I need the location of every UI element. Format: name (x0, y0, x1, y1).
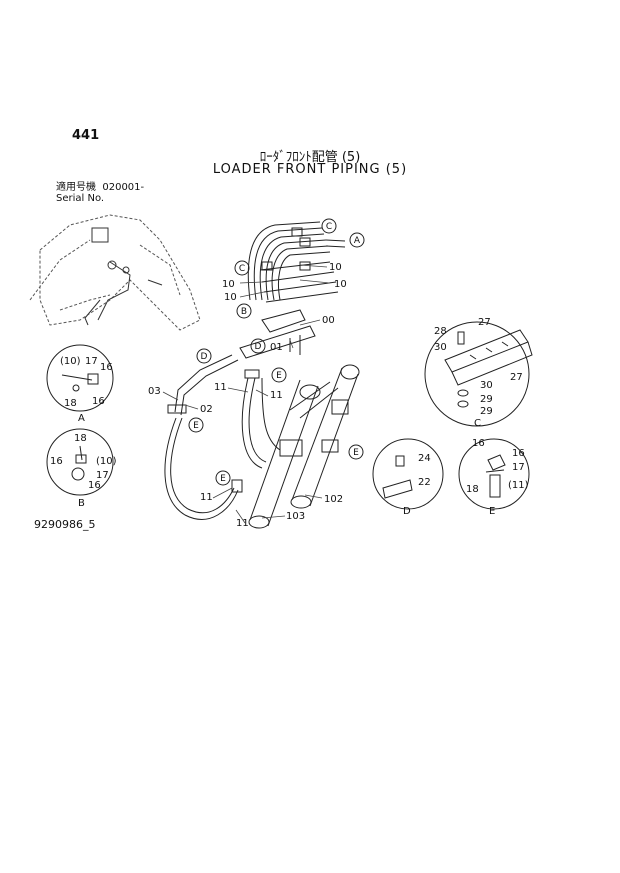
main-part-labels: 10 10 10 10 00 01 03 02 11 11 11 11 102 … (148, 262, 347, 529)
detail-a-label: (10) (60, 356, 81, 367)
detail-b-label: 16 (50, 456, 63, 467)
callout-a: A (354, 236, 361, 246)
detail-d-labels: 24 22 D (403, 453, 431, 517)
detail-e-label: 17 (512, 462, 525, 473)
detail-b-label: 18 (74, 433, 87, 444)
detail-b-circle (46, 428, 114, 496)
callout-d: D (201, 352, 208, 362)
detail-e-label: 16 (472, 438, 485, 449)
label-01: 01 (270, 342, 283, 353)
serial-label-jp: 適用号機 (56, 182, 96, 193)
detail-e-label: 18 (466, 484, 479, 495)
callout-d: D (255, 342, 262, 352)
detail-a-caption: A (78, 413, 85, 424)
detail-c-label: 30 (480, 380, 493, 391)
label-11: 11 (200, 492, 213, 503)
document-number: 9290986_5 (34, 518, 96, 531)
label-103: 103 (286, 511, 305, 522)
page-title: LOADER FRONT PIPING (5) (212, 162, 408, 177)
detail-e-circle (458, 438, 530, 510)
detail-a-label: 18 (64, 398, 77, 409)
detail-d-label: 24 (418, 453, 431, 464)
label-102: 102 (324, 494, 343, 505)
serial-line-jp: 適用号機 020001- (56, 182, 144, 193)
page-title-japanese: ﾛｰﾀﾞﾌﾛﾝﾄ配管 (5) (259, 150, 361, 165)
label-11: 11 (214, 382, 227, 393)
serial-value: 020001- (102, 182, 145, 193)
callout-e: E (220, 474, 226, 484)
callout-b: B (241, 307, 247, 317)
callout-c: C (326, 222, 332, 232)
detail-a-label: 16 (100, 362, 113, 373)
detail-c-label: 29 (480, 394, 493, 405)
detail-a-circle (46, 344, 114, 412)
callout-e: E (353, 448, 359, 458)
detail-b-label: 16 (88, 480, 101, 491)
page-number: 441 (72, 128, 100, 143)
callout-e: E (193, 421, 199, 431)
label-02: 02 (200, 404, 213, 415)
label-10: 10 (334, 279, 347, 290)
detail-d-caption: D (403, 506, 411, 517)
serial-label-en: Serial No. (56, 193, 105, 204)
detail-b-caption: B (78, 498, 85, 509)
leader-lines (162, 264, 331, 524)
detail-d-circle (372, 438, 444, 510)
detail-b-label: 17 (96, 470, 109, 481)
label-00: 00 (322, 315, 335, 326)
detail-c-circle (424, 321, 533, 427)
detail-a-label: 16 (92, 396, 105, 407)
detail-c-label: 28 (434, 326, 447, 337)
hydraulic-cylinder-103 (248, 379, 339, 529)
detail-e-caption: E (489, 506, 495, 517)
callout-e: E (276, 371, 282, 381)
label-11: 11 (270, 390, 283, 401)
machine-overview-parts (84, 227, 163, 326)
callout-letters: C A C B D D E E E E (193, 222, 361, 484)
hydraulic-cylinder-102 (290, 364, 360, 509)
detail-c-labels: 28 27 30 27 30 29 29 C (434, 317, 523, 429)
detail-c-label: 27 (478, 317, 491, 328)
detail-b-labels: 18 16 17 (10) 16 B (50, 433, 117, 509)
detail-c-caption: C (474, 418, 481, 429)
label-10: 10 (222, 279, 235, 290)
detail-c-label: 29 (480, 406, 493, 417)
detail-e-labels: 16 16 17 18 (11) E (466, 438, 529, 517)
detail-d-label: 22 (418, 477, 431, 488)
detail-a-label: 17 (85, 356, 98, 367)
detail-a-labels: (10) 17 16 18 16 A (60, 356, 113, 424)
machine-overview-drawing (29, 214, 201, 331)
detail-c-label: 30 (434, 342, 447, 353)
detail-e-label: (11) (508, 480, 529, 491)
label-10: 10 (224, 292, 237, 303)
label-10: 10 (329, 262, 342, 273)
detail-c-label: 27 (510, 372, 523, 383)
hose-bundle (247, 221, 346, 303)
serial-block: 適用号機 020001- Serial No. (56, 182, 144, 204)
callout-circles (188, 218, 365, 486)
detail-e-label: 16 (512, 448, 525, 459)
callout-c: C (239, 264, 245, 274)
detail-b-label: (10) (96, 456, 117, 467)
label-11: 11 (236, 518, 249, 529)
label-03: 03 (148, 386, 161, 397)
steel-pipe (167, 354, 239, 416)
